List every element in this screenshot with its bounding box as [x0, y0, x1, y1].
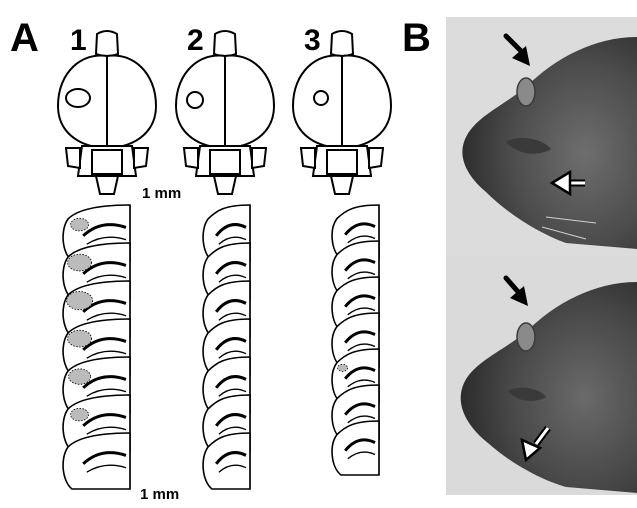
open-arrow-icon-a	[552, 172, 585, 194]
open-arrow-icon-b	[522, 428, 548, 460]
filled-arrow-icon-a	[506, 36, 530, 66]
filled-arrow-icon-b	[506, 278, 528, 306]
